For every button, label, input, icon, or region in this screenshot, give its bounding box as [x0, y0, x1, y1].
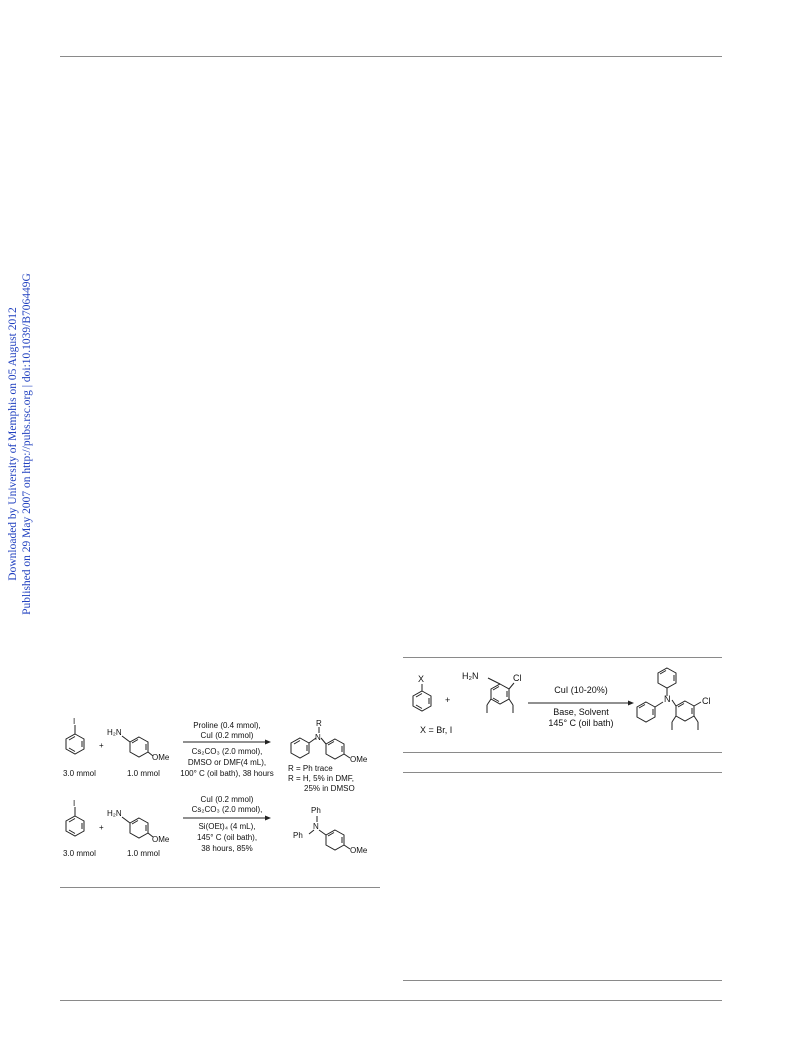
iodo-label-2: I	[73, 799, 75, 808]
footer-rule	[60, 1000, 722, 1001]
condition-temperature: 145° C (oil bath)	[548, 718, 613, 728]
product-n-label-2: N	[313, 822, 319, 831]
product-ph-label: Ph	[311, 806, 321, 815]
scheme-right-bottom-rule	[403, 752, 722, 753]
plus-sign-1: +	[99, 741, 104, 750]
product-ph-left-label: Ph	[293, 831, 303, 840]
amine-label-2: H₂N	[107, 809, 122, 818]
product-phenyl-ring-left	[636, 701, 656, 723]
header-rule	[60, 56, 722, 57]
iodobenzene-ring-2	[65, 815, 85, 837]
aniline-cl-label: Cl	[513, 673, 522, 683]
condition-base: Base, Solvent	[553, 707, 609, 717]
product-anisyl-ring-1	[325, 738, 345, 760]
condition-cui-1: CuI (0.2 mmol)	[201, 731, 254, 740]
table-bottom-rule	[403, 980, 722, 981]
product-ome-label-1: OMe	[350, 755, 368, 764]
condition-solvent-1: DMSO or DMF(4 mL),	[188, 758, 266, 767]
result-dmso: 25% in DMSO	[304, 784, 355, 793]
ome-label-2: OMe	[152, 835, 170, 844]
condition-base-1: Cs₂CO₃ (2.0 mmol),	[192, 747, 263, 756]
reaction-arrowhead-1	[265, 739, 271, 745]
amine-label-1: H₂N	[107, 728, 122, 737]
plus-sign: +	[445, 695, 450, 705]
aniline-ring	[490, 683, 510, 705]
condition-cui-2: CuI (0.2 mmol)	[201, 795, 254, 804]
table-top-rule	[403, 772, 722, 773]
product-cl-label: Cl	[702, 696, 711, 706]
result-r-ph: R = Ph trace	[288, 764, 333, 773]
condition-catalyst: CuI (10-20%)	[554, 685, 608, 695]
product-aryl-ring	[675, 700, 695, 722]
amount-amine-2: 1.0 mmol	[127, 849, 160, 858]
watermark-published-line: Published on 29 May 2007 on http://pubs.…	[21, 273, 33, 615]
product-n-label: N	[664, 694, 671, 704]
x-definition: X = Br, I	[420, 725, 452, 735]
result-r-h: R = H, 5% in DMF,	[288, 774, 354, 783]
scheme-left-bottom-rule	[60, 887, 380, 888]
scheme-right-top-rule	[403, 657, 722, 658]
amount-amine-1: 1.0 mmol	[127, 769, 160, 778]
condition-proline: Proline (0.4 mmol),	[193, 721, 261, 730]
product-ome-label-2: OMe	[350, 846, 368, 855]
reaction-arrowhead	[628, 700, 634, 706]
amount-aryl-2: 3.0 mmol	[63, 849, 96, 858]
product-phenyl-ring-top	[657, 667, 677, 689]
amount-aryl-1: 3.0 mmol	[63, 769, 96, 778]
halide-x-label: X	[418, 674, 424, 684]
iodo-label-1: I	[73, 718, 75, 726]
product-r-label: R	[316, 719, 322, 728]
product-n-label-1: N	[315, 733, 321, 742]
anisidine-ring-2	[129, 817, 149, 839]
product-anisyl-ring-2	[325, 829, 345, 851]
condition-temp-1: 100° C (oil bath), 38 hours	[180, 769, 273, 778]
plus-sign-2: +	[99, 823, 104, 832]
condition-temp-2: 145° C (oil bath),	[197, 833, 257, 842]
ome-label-1: OMe	[152, 753, 170, 762]
iodobenzene-ring-1	[65, 733, 85, 755]
reaction-arrowhead-2	[265, 815, 271, 821]
download-watermark: Downloaded by University of Memphis on 0…	[6, 134, 34, 754]
amine-label: H₂N	[462, 671, 479, 681]
condition-yield-2: 38 hours, 85%	[201, 844, 253, 853]
condition-base-2: Cs₂CO₃ (2.0 mmol),	[192, 805, 263, 814]
scheme-left-figure: I + H₂N OMe 3.0 mmol 1.0 mmol Proline (0…	[63, 718, 368, 858]
scheme-right-figure: X + H₂N Cl X = Br, I CuI (10-20%) Base, …	[412, 667, 711, 735]
condition-solvent-2: Si(OEt)₄ (4 mL),	[198, 822, 255, 831]
halobenzene-ring	[412, 690, 432, 712]
anisidine-ring-1	[129, 736, 149, 758]
watermark-downloaded-line: Downloaded by University of Memphis on 0…	[7, 307, 19, 581]
